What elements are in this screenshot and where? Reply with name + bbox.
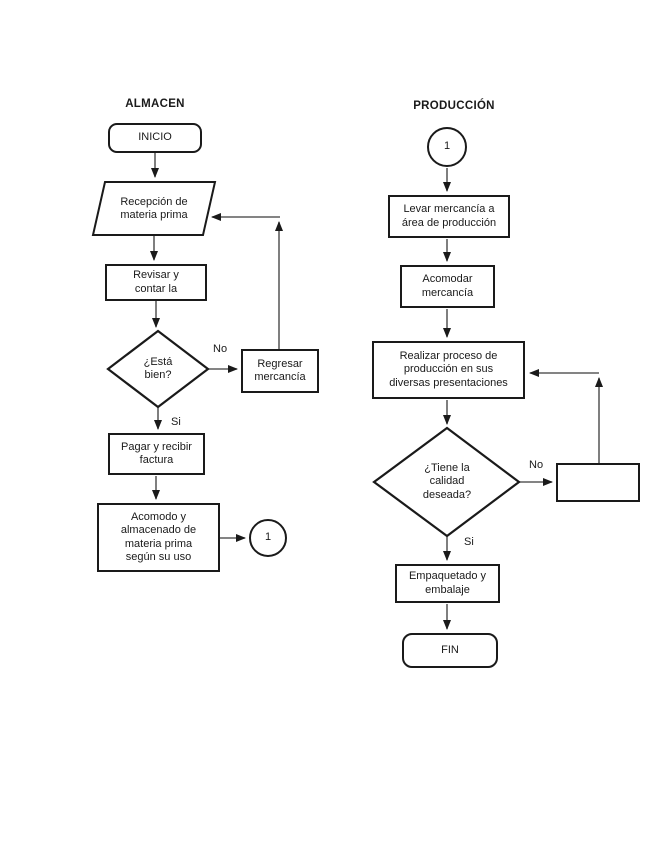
branch-label-si-produccion: Si (464, 536, 474, 548)
connector-1-produccion: 1 (427, 127, 467, 167)
parallelogram-recepcion (91, 181, 217, 236)
process-acomodo: Acomodo y almacenado de materia prima se… (97, 503, 220, 572)
branch-label-no-almacen: No (213, 343, 228, 355)
process-procesar (556, 463, 640, 502)
branch-label-si-almacen: Si (171, 416, 181, 428)
terminator-inicio: INICIO (108, 123, 202, 153)
io-recepcion-label: Recepción de materia prima (120, 195, 188, 222)
connector-1-almacen: 1 (249, 519, 287, 557)
process-acomodar: Acomodar mercancía (400, 265, 495, 308)
diamond-calidad (372, 426, 521, 538)
process-regresar: Regresar mercancía (241, 349, 319, 393)
decision-calidad-label: ¿Tiene la calidad deseada? (422, 461, 472, 501)
diamond-esta-bien (106, 329, 210, 409)
column-title-produccion: PRODUCCIÓN (413, 100, 495, 112)
process-pagar: Pagar y recibir factura (108, 433, 205, 475)
column-title-almacen: ALMACEN (125, 98, 185, 110)
process-levar: Levar mercancía a área de producción (388, 195, 510, 238)
branch-label-no-produccion: No (529, 459, 544, 471)
process-realizar: Realizar proceso de producción en sus di… (372, 341, 525, 399)
decision-esta-bien-label: ¿Está bien? (143, 355, 173, 382)
terminator-fin: FIN (402, 633, 498, 668)
process-revisar: Revisar y contar la (105, 264, 207, 301)
process-empaquetado: Empaquetado y embalaje (395, 564, 500, 603)
